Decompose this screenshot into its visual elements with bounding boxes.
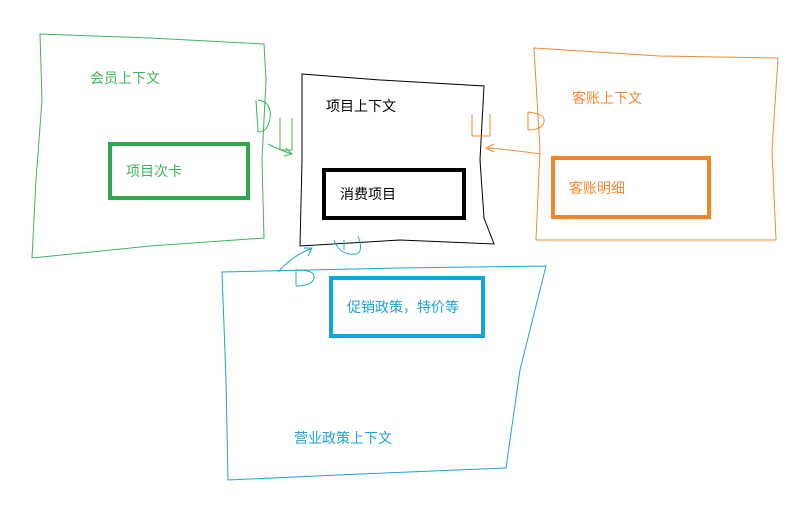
guest-entity-box: 客账明细: [551, 156, 711, 219]
member-entity-label: 项目次卡: [126, 164, 182, 180]
member-connector-marker: [255, 99, 293, 151]
guest-context-boundary: [533, 47, 779, 241]
project-entity-box: 消费项目: [322, 168, 466, 220]
policy-context-title: 营业政策上下文: [294, 431, 392, 447]
project-entity-label: 消费项目: [340, 187, 396, 203]
policy-entity-box: 促销政策，特价等: [329, 276, 485, 338]
policy-entity-label: 促销政策，特价等: [347, 300, 459, 316]
member-context-title: 会员上下文: [90, 71, 160, 87]
member-context-boundary: [31, 33, 267, 259]
policy-context-boundary: [221, 265, 547, 481]
project-context-boundary: [299, 73, 495, 247]
guest-to-project-arrow: [484, 143, 541, 155]
member-entity-box: 项目次卡: [108, 142, 250, 200]
guest-entity-label: 客账明细: [569, 180, 625, 197]
guest-connector-marker: [471, 111, 545, 137]
project-context-title: 项目上下文: [326, 99, 396, 115]
guest-context-title: 客账上下文: [572, 91, 642, 107]
member-to-project-arrow: [267, 143, 293, 157]
policy-to-project-arrow: [277, 247, 313, 273]
policy-connector-marker: [295, 269, 315, 287]
project-connector-marker: [333, 235, 362, 255]
